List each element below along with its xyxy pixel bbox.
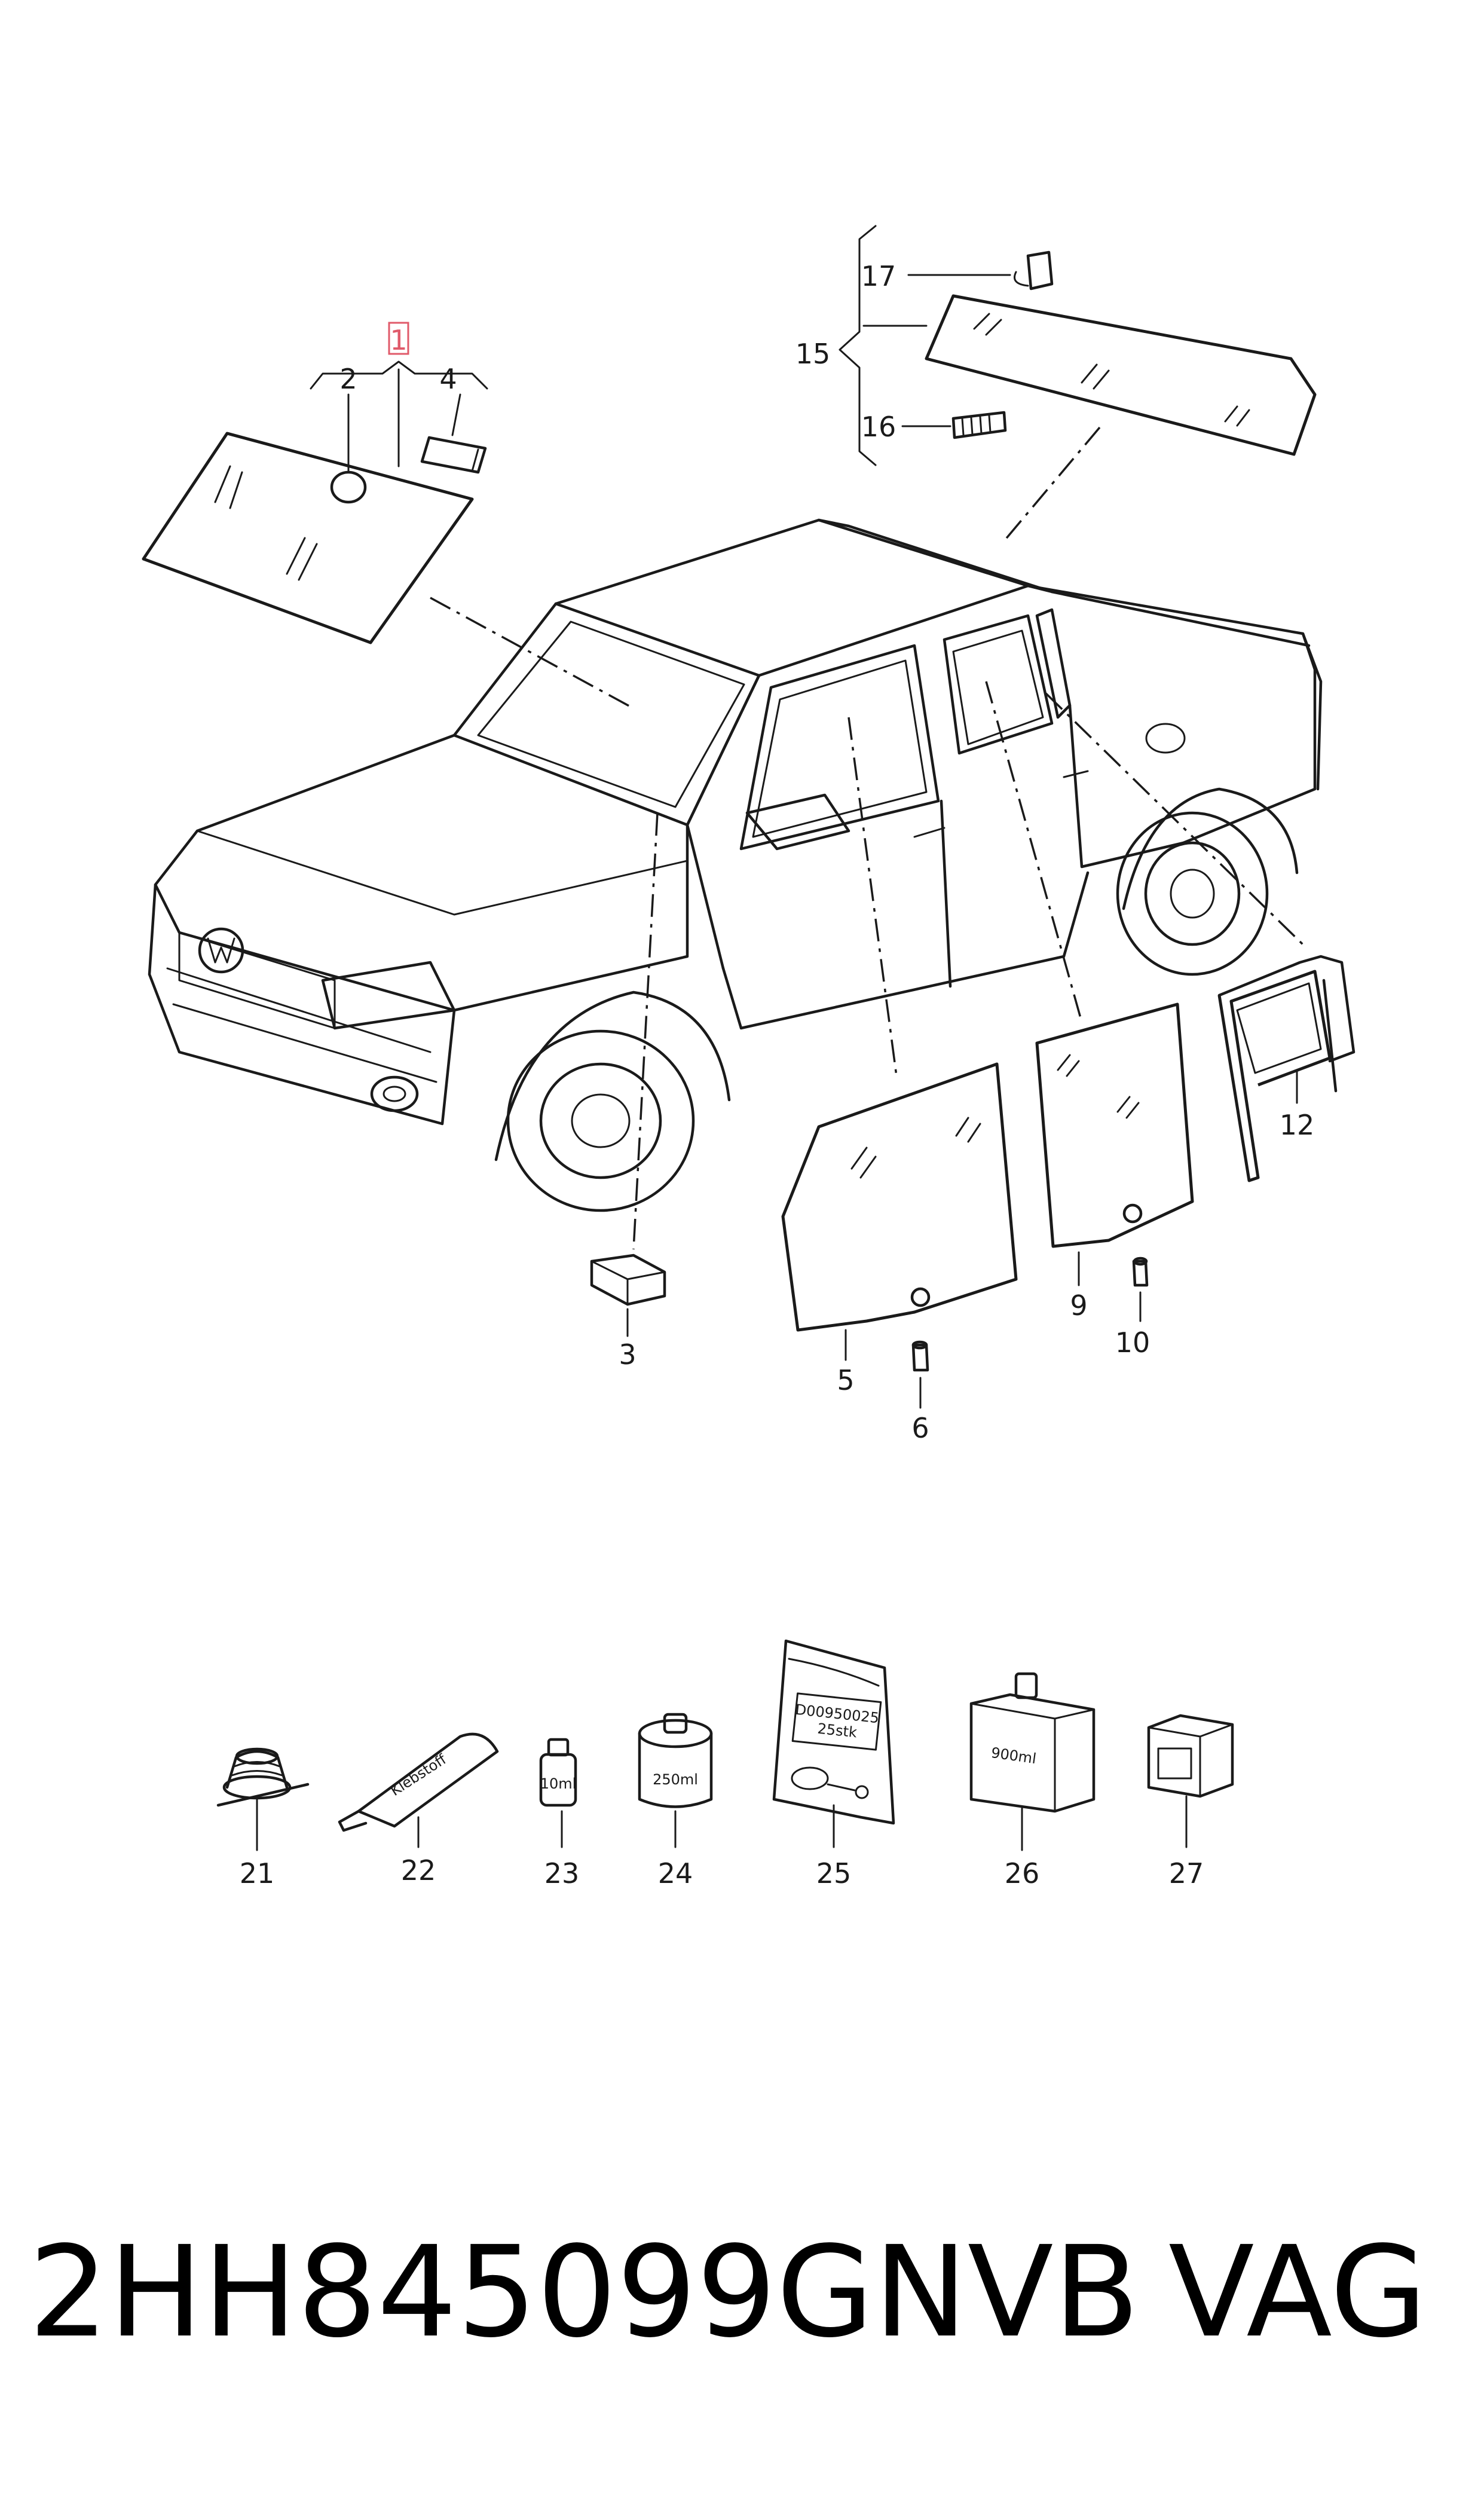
rear-window-seal-block[interactable] [951, 411, 1007, 439]
callout-24[interactable]: 24 [658, 1857, 693, 1890]
windshield-glass[interactable] [142, 432, 474, 644]
callout-15-bracket [839, 225, 877, 466]
callout-21[interactable]: 21 [240, 1857, 275, 1890]
rear-door-glass[interactable] [1035, 1002, 1194, 1248]
callout-27[interactable]: 27 [1169, 1857, 1204, 1890]
applicator-box[interactable] [1147, 1714, 1234, 1798]
adhesive-tube[interactable]: Klebstoff [338, 1732, 499, 1832]
callout-25[interactable]: 25 [816, 1857, 852, 1890]
front-door-glass[interactable] [781, 1062, 1018, 1332]
selected-callout-highlight [388, 322, 409, 355]
callout-1[interactable]: 1 [390, 324, 407, 356]
callout-22[interactable]: 22 [401, 1854, 436, 1887]
primer-bottle-small[interactable]: 10ml [539, 1738, 577, 1807]
cleaner-container[interactable]: 900ml [969, 1672, 1096, 1813]
callout-2[interactable]: 2 [339, 363, 357, 395]
rear-window-clip[interactable] [1014, 250, 1054, 291]
adhesive-pad[interactable] [590, 1254, 666, 1306]
callout-23[interactable]: 23 [544, 1857, 580, 1890]
callout-9[interactable]: 9 [1070, 1289, 1087, 1322]
callout-4[interactable]: 4 [439, 363, 457, 395]
callout-26[interactable]: 26 [1005, 1857, 1040, 1890]
callout-16[interactable]: 16 [861, 411, 896, 443]
can-label: 250ml [653, 1771, 698, 1788]
cutting-wire-spool[interactable] [216, 1747, 310, 1807]
callout-1-bracket [310, 360, 488, 390]
rear-window-glass[interactable] [925, 294, 1317, 456]
callout-6[interactable]: 6 [911, 1412, 929, 1444]
callout-15[interactable]: 15 [795, 338, 831, 370]
box-label: 900ml [990, 1744, 1038, 1767]
front-door-glass-pin[interactable] [911, 1340, 929, 1372]
callout-10[interactable]: 10 [1115, 1326, 1151, 1359]
bottle-label: 10ml [540, 1775, 577, 1792]
rear-quarter-glass-frame[interactable] [1217, 955, 1356, 1182]
clip-bag[interactable]: D00950025 25stk [772, 1639, 895, 1825]
primer-can[interactable]: 250ml [638, 1713, 713, 1808]
callout-12[interactable]: 12 [1280, 1109, 1315, 1141]
rear-door-glass-pin[interactable] [1132, 1257, 1149, 1287]
truck-illustration [148, 518, 1323, 1212]
callout-3[interactable]: 3 [619, 1338, 636, 1371]
callout-5[interactable]: 5 [837, 1364, 854, 1396]
sensor-bracket[interactable] [420, 436, 487, 474]
callout-17[interactable]: 17 [861, 260, 896, 292]
bag-label-2: 25stk [816, 1720, 858, 1741]
part-number-text: 2HH845099GNVB [29, 2219, 1140, 2365]
brand-text: VAG [1168, 2219, 1427, 2365]
